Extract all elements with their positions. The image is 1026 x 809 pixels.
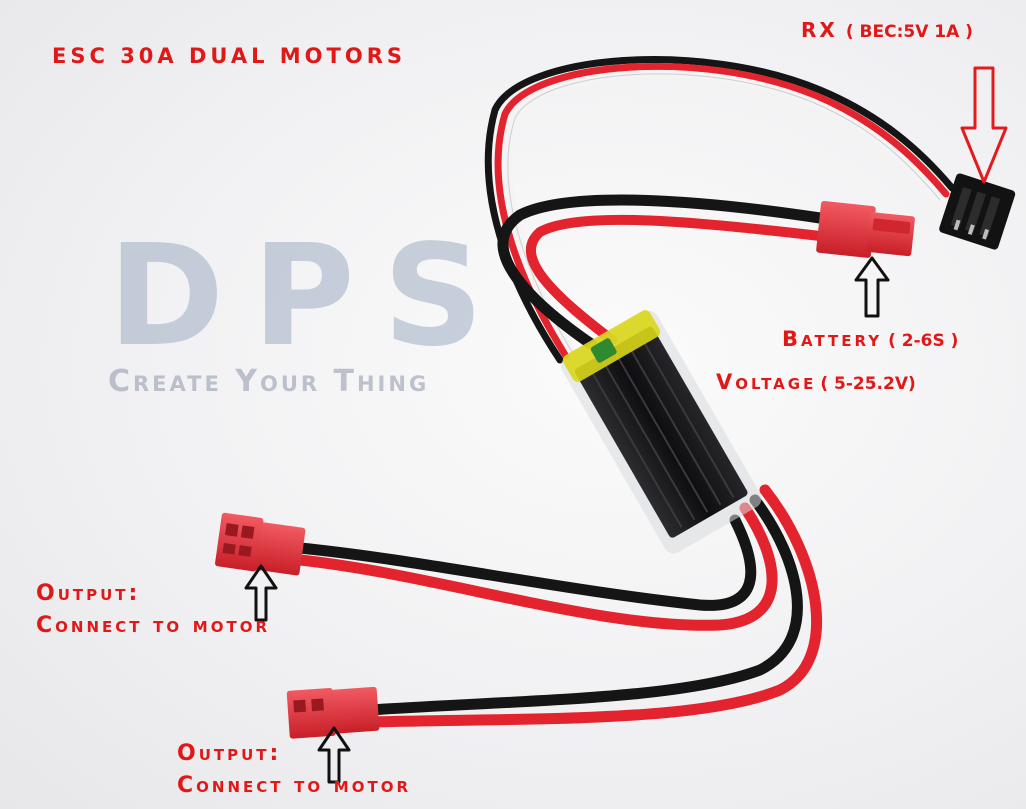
battery-label-main: Battery	[782, 327, 883, 351]
output-connector-2	[286, 686, 380, 739]
rx-label-main: RX	[801, 18, 838, 42]
rx-label: RX ( BEC:5V 1A )	[801, 18, 973, 42]
watermark-tagline: Create Your Thing	[108, 364, 430, 399]
output-label-1: Output: Connect to motor	[36, 578, 270, 642]
product-title: ESC 30A DUAL MOTORS	[52, 44, 406, 68]
output-arrow-1	[244, 564, 278, 622]
battery-arrow	[854, 256, 890, 318]
battery-label: Battery( 2-6S )	[782, 327, 958, 351]
output-leads	[294, 484, 823, 728]
battery-connector	[816, 201, 915, 258]
output-label-2: Output: Connect to motor	[177, 738, 411, 802]
output-label-1-line1: Output:	[36, 581, 141, 606]
voltage-label: Voltage( 5-25.2V)	[716, 370, 916, 394]
esc-body	[561, 310, 762, 554]
output-label-2-line2: Connect to motor	[177, 773, 412, 798]
output-label-2-line1: Output:	[177, 741, 282, 766]
rx-arrow	[960, 66, 1008, 184]
rx-label-spec: ( BEC:5V 1A )	[845, 22, 973, 42]
watermark-logo: DPS Create Your Thing	[108, 215, 528, 400]
battery-label-spec: ( 2-6S )	[888, 331, 959, 351]
rx-plug	[939, 173, 1016, 250]
voltage-label-spec: ( 5-25.2V)	[820, 374, 916, 394]
voltage-label-main: Voltage	[716, 370, 817, 394]
watermark-brand: DPS	[108, 215, 512, 378]
output-connector-1	[215, 512, 306, 576]
output-arrow-2	[317, 726, 351, 784]
output-label-1-line2: Connect to motor	[36, 613, 271, 638]
battery-lead	[497, 194, 826, 356]
